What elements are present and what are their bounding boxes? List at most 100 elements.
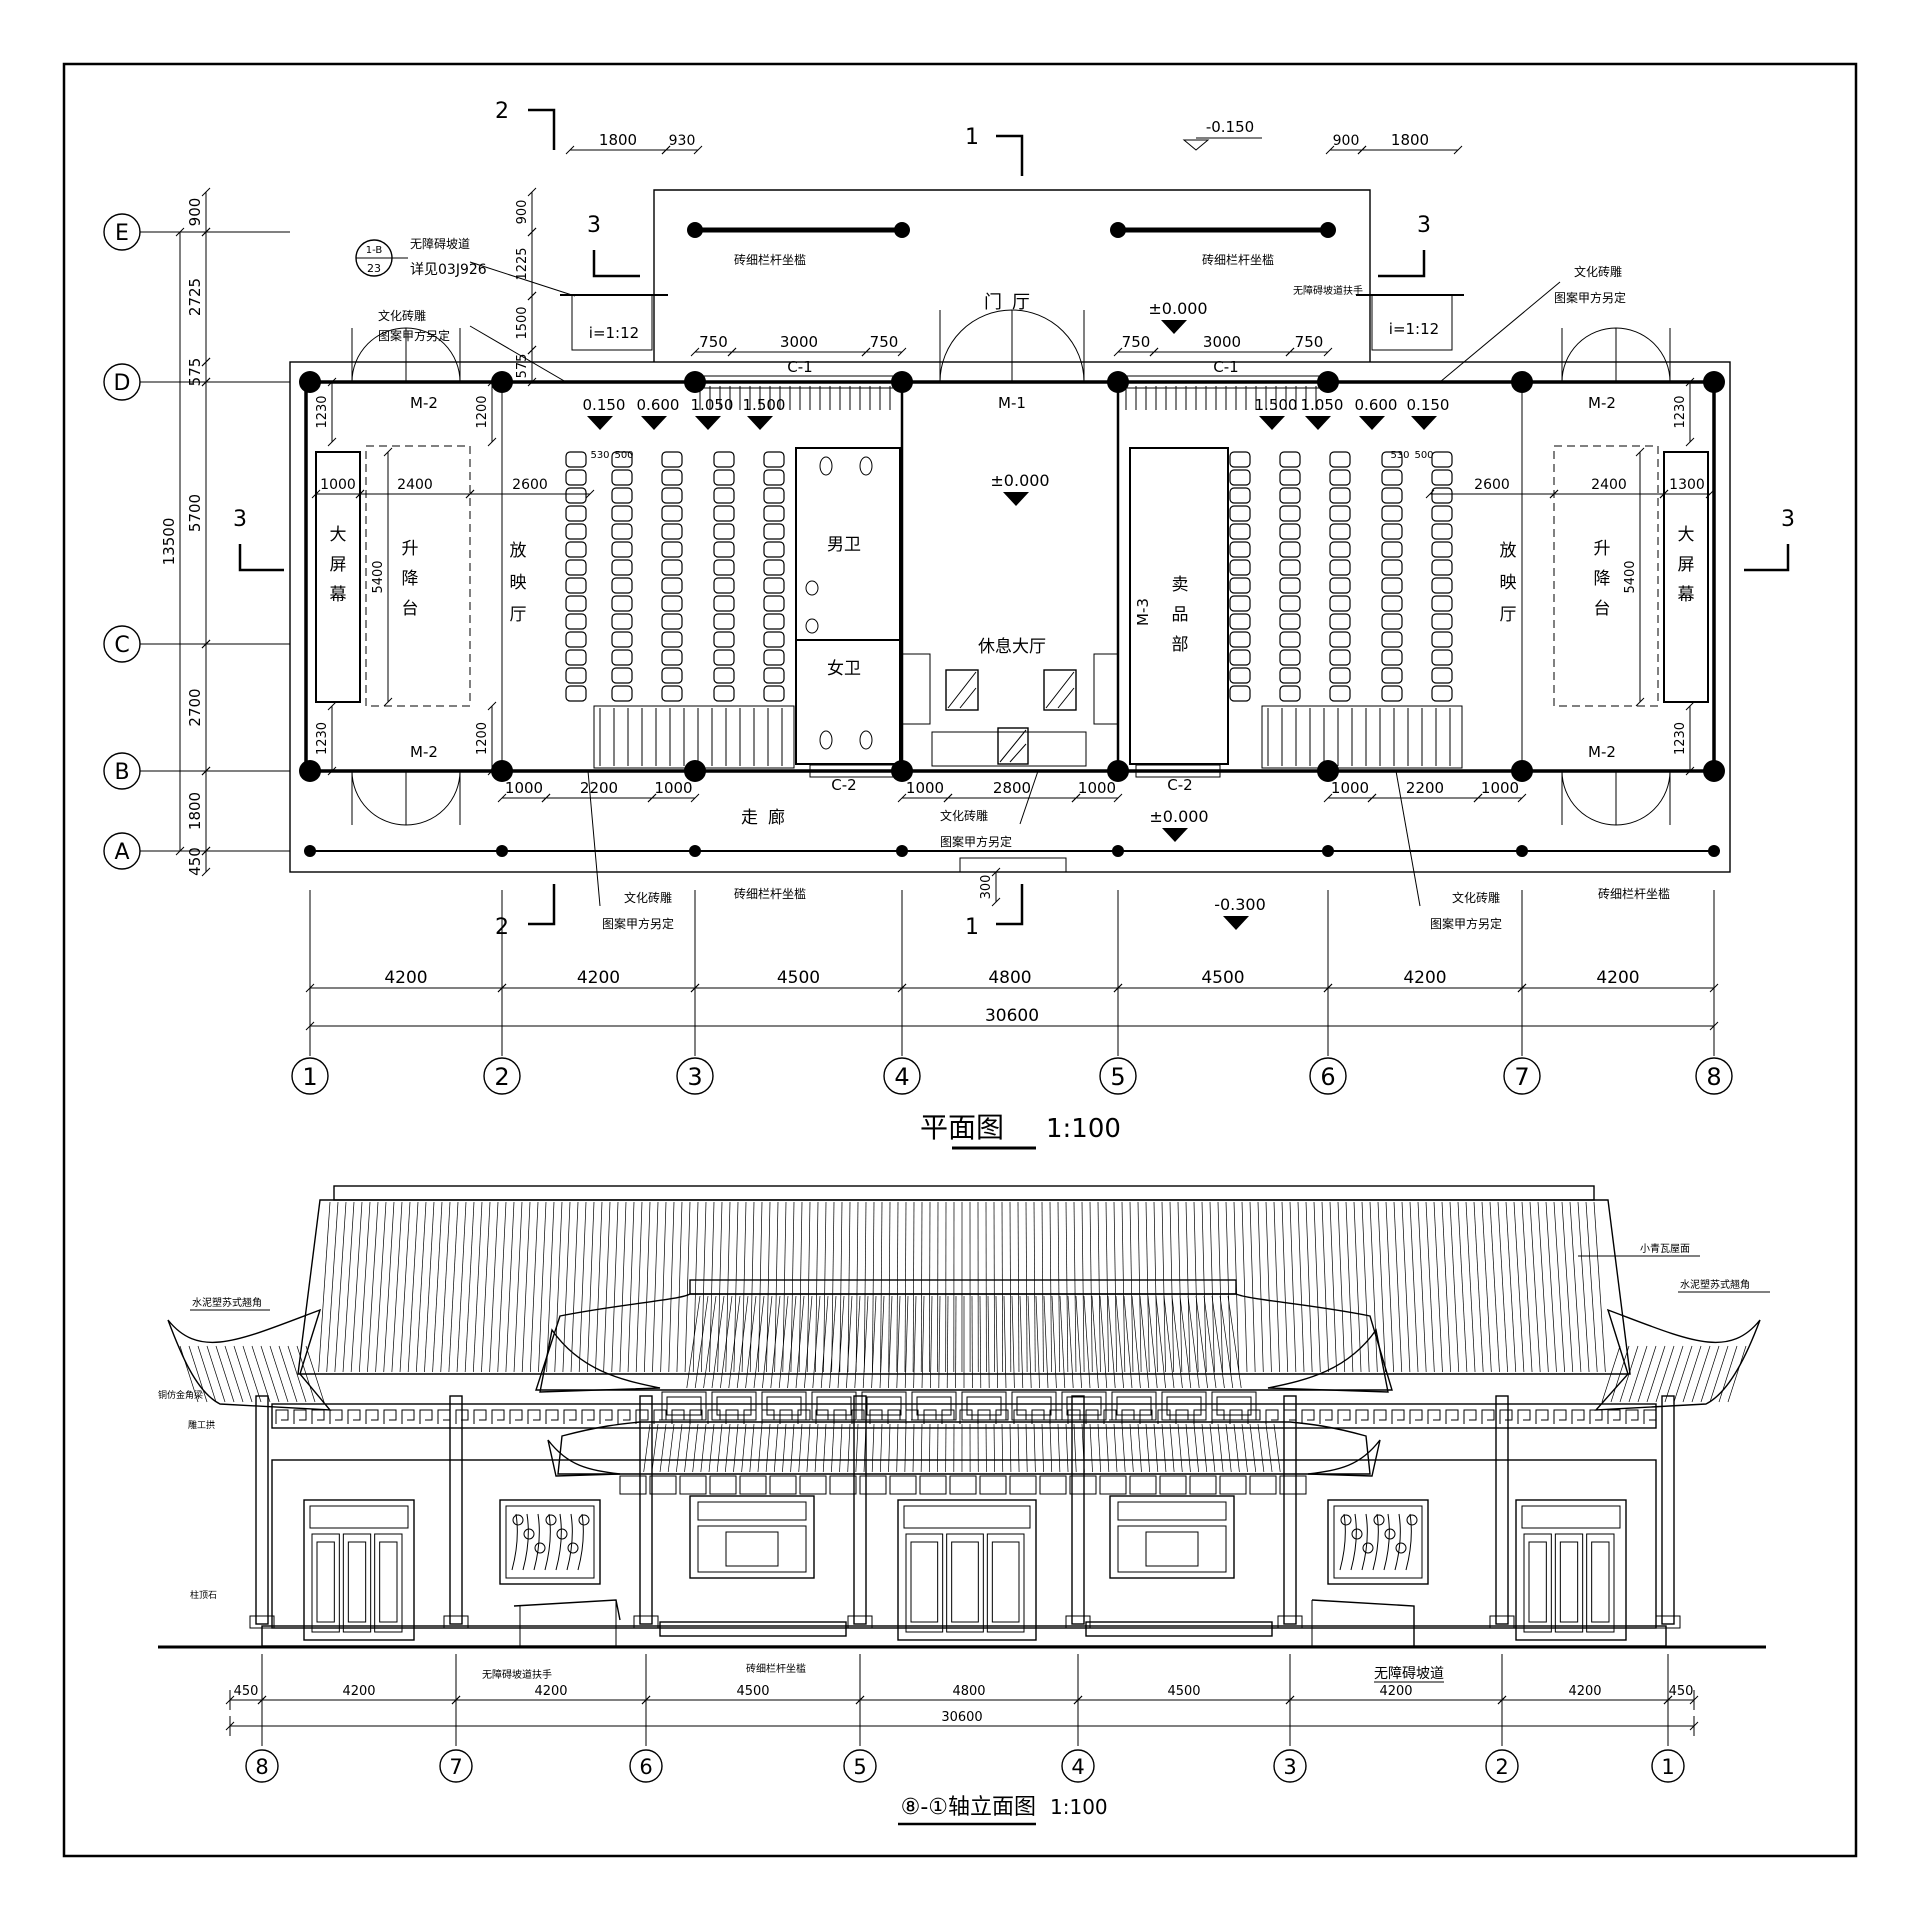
seat [1279, 523, 1301, 540]
room-shop: 卖 [1172, 575, 1189, 595]
seat [1279, 685, 1301, 702]
section-mark-1-top: 1 [965, 125, 979, 150]
seat [1279, 469, 1301, 486]
toilet [859, 456, 873, 476]
bottom-dim: 2200 [580, 779, 618, 797]
seat [763, 631, 785, 648]
axis-label-x: 4 [894, 1063, 909, 1091]
room-shop: 部 [1172, 635, 1189, 655]
elev-dim: 4500 [1167, 1684, 1200, 1699]
step-level-right: 1.050 [1301, 396, 1344, 414]
room-stage-left: 降 [402, 569, 419, 589]
seat [713, 667, 735, 684]
seat [763, 559, 785, 576]
column [1703, 760, 1725, 782]
column-small [304, 845, 316, 857]
level-top-triangle [1182, 139, 1210, 151]
elev-axis-bubble [1273, 1749, 1307, 1783]
tag-c2-left: C-2 [831, 776, 856, 794]
small-v-dim: 900 [515, 200, 530, 225]
elev-note-roof: 小青瓦屋面 [1640, 1242, 1690, 1255]
door-dim: 750 [870, 333, 899, 351]
seat [611, 685, 633, 702]
room-screen-hall-left: 放 [510, 541, 527, 561]
axis-label-x: 7 [1514, 1063, 1529, 1091]
room-screen-hall-right: 放 [1500, 541, 1517, 561]
lower-eave-right [1307, 1439, 1381, 1477]
door-swing [1011, 309, 1085, 383]
seat [713, 685, 735, 702]
axis-bubble-x [291, 1057, 329, 1095]
door-swing [351, 327, 407, 383]
axis-bubble-x [1695, 1057, 1733, 1095]
seat [1431, 577, 1453, 594]
room-men-wc: 男卫 [827, 535, 861, 555]
edge-dim: 1230 [315, 395, 330, 428]
elevation-columns [249, 1395, 1681, 1629]
seat [1381, 595, 1403, 612]
brick-carvings [499, 1499, 1429, 1585]
seat [1279, 613, 1301, 630]
stage-dim-right: 5400 [1623, 560, 1638, 593]
door-swing [405, 770, 461, 826]
seat [1381, 613, 1403, 630]
lattice-panel [769, 1475, 797, 1495]
step-level-triangle [1259, 416, 1285, 430]
column-small [496, 845, 508, 857]
seat [611, 487, 633, 504]
room-screen-hall-right: 厅 [1500, 605, 1517, 625]
door-swing [1561, 770, 1617, 826]
elevation-openings [303, 1475, 1627, 1641]
seat [1329, 577, 1351, 594]
seat [661, 631, 683, 648]
column [891, 371, 913, 393]
axis-label-y: C [114, 633, 129, 658]
flared-roof-left [167, 1308, 332, 1411]
seat [565, 541, 587, 558]
room-screen-hall-right: 映 [1500, 573, 1517, 593]
window-c2 [1135, 764, 1221, 778]
axis-label-x: 1 [302, 1063, 317, 1091]
flared-roof-right [1594, 1308, 1761, 1411]
step-level-triangle [1359, 416, 1385, 430]
note-ramp-handrail: 无障碍坡道扶手 [1293, 284, 1363, 297]
lattice-panel [649, 1475, 677, 1495]
seat [1229, 559, 1251, 576]
toilet [819, 730, 833, 750]
section-mark-3-tr: 3 [1417, 213, 1431, 238]
clerestory-windows [661, 1391, 1257, 1421]
seat [1381, 469, 1403, 486]
seat [1279, 487, 1301, 504]
stage-left [365, 445, 471, 707]
lattice-panel [829, 1475, 857, 1495]
seat [1229, 631, 1251, 648]
lattice-panel [1129, 1475, 1157, 1495]
elev-note-corner-left: 水泥塑苏式翘角 [192, 1296, 262, 1309]
elev-axis-bubble [843, 1749, 877, 1783]
left-dim: 2700 [186, 688, 204, 726]
seat [1329, 685, 1351, 702]
step-level-triangle [641, 416, 667, 430]
clerestory-window [911, 1391, 957, 1421]
room-screen-left: 大 [330, 525, 347, 545]
level-outside-triangle [1223, 916, 1249, 930]
balustrade-seat-left [659, 1621, 847, 1637]
bottom-dim: 1000 [1481, 779, 1519, 797]
seat-dim: 500 [1414, 450, 1433, 461]
clerestory-window [1161, 1391, 1207, 1421]
elevation: 小青瓦屋面 水泥塑苏式翘角 水泥塑苏式翘角 铜仿金角梁 雕工拱 柱顶石 无障碍坡… [158, 1185, 1770, 1826]
middle-eave-right [1267, 1328, 1389, 1393]
axis-bubble-x [1099, 1057, 1137, 1095]
seat [1431, 595, 1453, 612]
seat [1279, 595, 1301, 612]
hall-dim: 2400 [1591, 477, 1627, 493]
seat [565, 577, 587, 594]
elev-axis-bubble [629, 1749, 663, 1783]
level-rest-hall: ±0.000 [990, 471, 1049, 490]
bay-dim: 4200 [1596, 968, 1639, 988]
lattice-panel [1009, 1475, 1037, 1495]
seat [1431, 631, 1453, 648]
elev-axis-label: 6 [639, 1755, 652, 1779]
